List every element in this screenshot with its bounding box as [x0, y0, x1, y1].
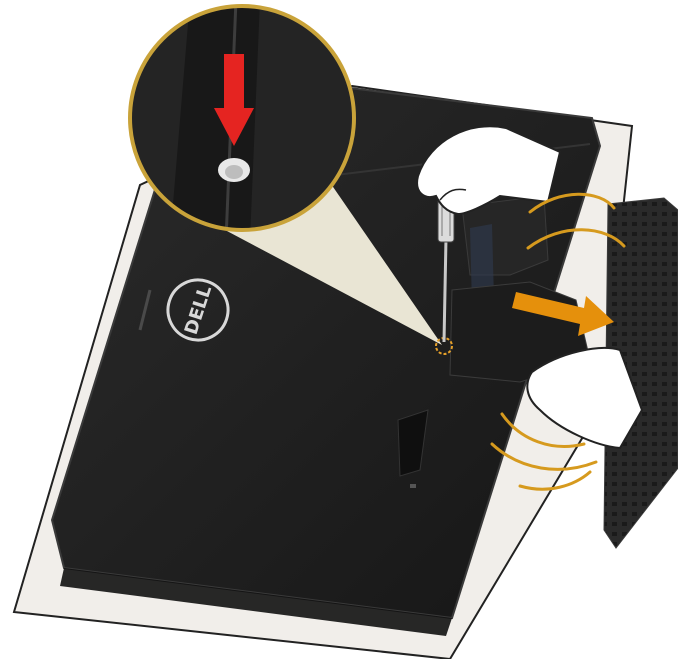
diagram-canvas: DELL: [0, 0, 678, 659]
monitor-stand-removal-diagram: DELL: [0, 0, 678, 659]
